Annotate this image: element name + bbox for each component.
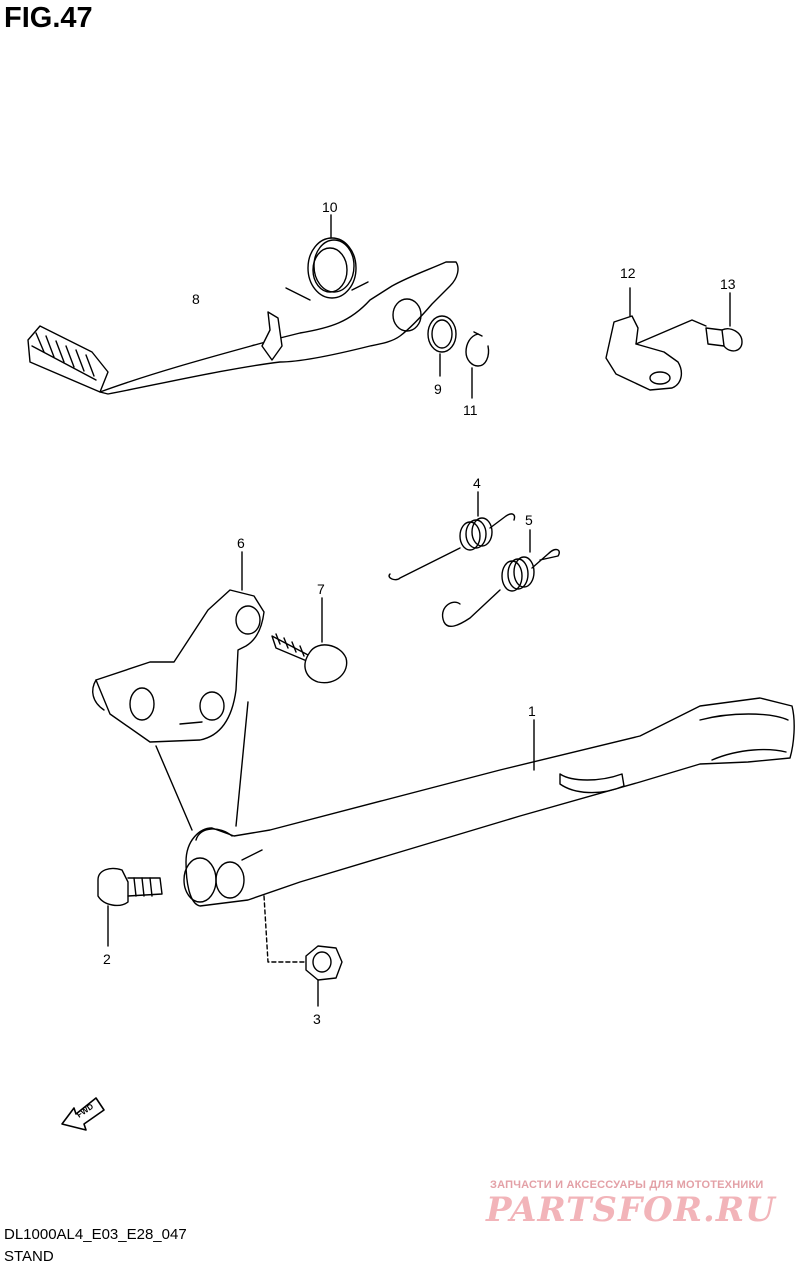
stand-bracket [92, 551, 265, 831]
bracket [605, 287, 707, 391]
brake-pedal [27, 261, 459, 395]
pivot-bolt [97, 867, 163, 947]
stand-spring-a [388, 491, 516, 581]
bracket-bolt [705, 292, 743, 352]
circlip [465, 331, 490, 399]
callout-9: 9 [434, 381, 442, 397]
callout-7: 7 [317, 581, 325, 597]
callout-12: 12 [620, 265, 636, 281]
callout-5: 5 [525, 512, 533, 528]
callout-8: 8 [192, 291, 200, 307]
figure-title: FIG.47 [4, 2, 93, 34]
callout-1: 1 [528, 703, 536, 719]
callout-3: 3 [313, 1011, 321, 1027]
fwd-arrow-icon [61, 1097, 105, 1131]
callout-2: 2 [103, 951, 111, 967]
stand-spring-b [441, 529, 560, 628]
bracket-bolt-7 [271, 597, 348, 684]
return-spring [285, 214, 369, 301]
watermark-tagline: ЗАПЧАСТИ И АКСЕССУАРЫ ДЛЯ МОТОТЕХНИКИ [490, 1179, 764, 1191]
callout-10: 10 [322, 199, 338, 215]
diagram-code: DL1000AL4_E03_E28_047 [4, 1226, 187, 1243]
callout-13: 13 [720, 276, 736, 292]
washer [427, 315, 457, 377]
callout-6: 6 [237, 535, 245, 551]
watermark-logo: PARTSFOR.RU [486, 1190, 776, 1230]
callout-11: 11 [463, 402, 478, 418]
pivot-nut [305, 945, 343, 1007]
callout-4: 4 [473, 475, 481, 491]
diagram-name: STAND [4, 1248, 54, 1265]
side-stand [183, 697, 795, 963]
